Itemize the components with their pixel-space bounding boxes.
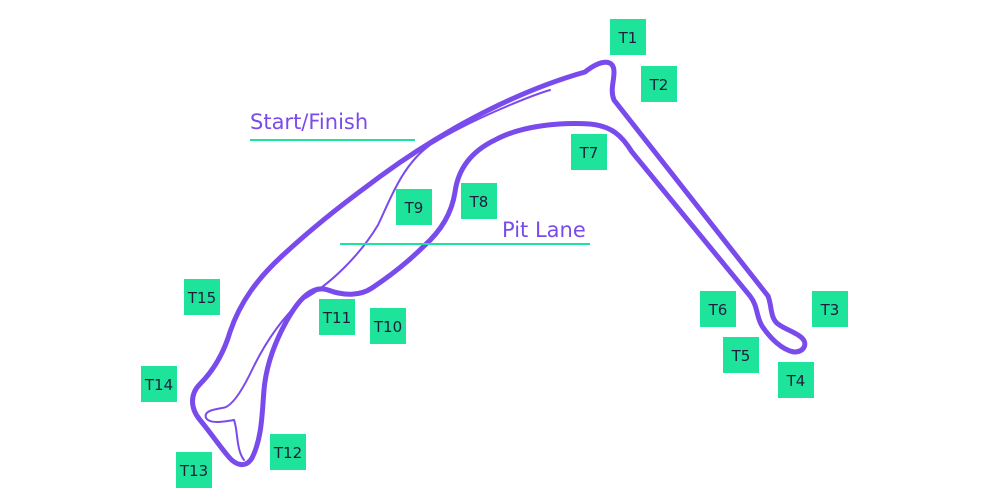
turn-marker-box: [270, 434, 306, 470]
pit-lane-path: [204, 89, 551, 461]
turn-marker-box: [461, 183, 497, 219]
turn-marker-t4: T4: [778, 362, 814, 398]
turn-marker-box: [641, 66, 677, 102]
turn-marker-t3: T3: [812, 291, 848, 327]
turn-marker-label: T11: [322, 309, 351, 327]
turn-marker-label: T7: [579, 144, 599, 162]
turn-marker-box: [571, 134, 607, 170]
turn-marker-box: [184, 279, 220, 315]
turn-marker-box: [176, 452, 212, 488]
turn-marker-label: T3: [820, 301, 840, 319]
turn-marker-t8: T8: [461, 183, 497, 219]
turn-marker-label: T15: [187, 289, 216, 307]
turn-marker-t11: T11: [319, 299, 355, 335]
turn-marker-label: T8: [469, 193, 489, 211]
turn-marker-t14: T14: [141, 366, 177, 402]
pit-lane-label: Pit Lane: [502, 218, 586, 242]
turn-marker-box: [723, 337, 759, 373]
track-outline: [190, 59, 808, 467]
turn-marker-label: T14: [144, 376, 173, 394]
turn-marker-box: [319, 299, 355, 335]
turn-marker-label: T12: [273, 444, 302, 462]
turn-marker-box: [370, 308, 406, 344]
turn-marker-box: [778, 362, 814, 398]
turn-marker-box: [396, 189, 432, 225]
turn-marker-t6: T6: [700, 291, 736, 327]
turn-marker-label: T5: [731, 347, 751, 365]
turn-marker-box: [141, 366, 177, 402]
turn-marker-t9: T9: [396, 189, 432, 225]
turn-marker-t10: T10: [370, 308, 406, 344]
turn-marker-t13: T13: [176, 452, 212, 488]
turn-marker-label: T2: [649, 76, 669, 94]
pit-lane-callout: Pit Lane: [340, 218, 590, 245]
turn-marker-t7: T7: [571, 134, 607, 170]
turn-marker-box: [812, 291, 848, 327]
turn-marker-box: [610, 19, 646, 55]
turn-marker-t15: T15: [184, 279, 220, 315]
turn-marker-t2: T2: [641, 66, 677, 102]
turn-marker-label: T10: [373, 318, 402, 336]
turn-marker-box: [700, 291, 736, 327]
start-finish-callout: Start/Finish: [250, 110, 415, 141]
turn-marker-label: T4: [786, 372, 806, 390]
turn-marker-t12: T12: [270, 434, 306, 470]
turn-marker-t1: T1: [610, 19, 646, 55]
turn-marker-label: T6: [708, 301, 728, 319]
turn-marker-label: T13: [179, 462, 208, 480]
turn-marker-t5: T5: [723, 337, 759, 373]
turn-marker-label: T1: [618, 29, 638, 47]
start-finish-label: Start/Finish: [250, 110, 368, 134]
turn-marker-label: T9: [404, 199, 424, 217]
